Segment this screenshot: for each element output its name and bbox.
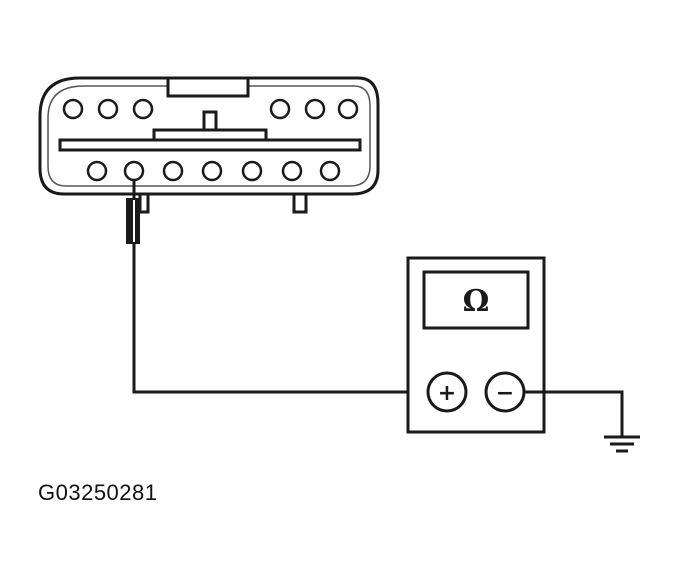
ohmmeter: Ω + − <box>406 256 546 434</box>
connector-housing <box>38 76 380 196</box>
bottom-row-pins <box>86 160 341 182</box>
test-probe <box>126 180 140 244</box>
terminal-tab <box>292 192 308 214</box>
positive-lead-wire <box>132 244 428 394</box>
pin <box>97 98 119 120</box>
pin <box>304 98 326 120</box>
connector-latch <box>166 76 250 98</box>
pin <box>62 98 84 120</box>
negative-label: − <box>496 381 514 406</box>
pin <box>132 98 154 120</box>
connector-divider <box>58 138 362 152</box>
ground-icon <box>604 435 640 453</box>
probed-pin <box>123 160 145 182</box>
positive-terminal <box>426 371 468 413</box>
terminal-tab <box>138 192 150 214</box>
top-row-pins <box>62 98 359 120</box>
pin <box>281 160 303 182</box>
pin <box>337 98 359 120</box>
meter-display <box>422 270 530 330</box>
pin <box>162 160 184 182</box>
positive-label: + <box>438 381 456 406</box>
pin <box>241 160 263 182</box>
pin <box>319 160 341 182</box>
pin <box>86 160 108 182</box>
pin <box>201 160 223 182</box>
connector-inner-outline <box>47 85 371 187</box>
connector <box>38 76 380 214</box>
display-symbol: Ω <box>463 284 490 319</box>
pin <box>269 98 291 120</box>
negative-lead-wire <box>524 390 624 436</box>
figure-id: G03250281 <box>38 480 158 505</box>
